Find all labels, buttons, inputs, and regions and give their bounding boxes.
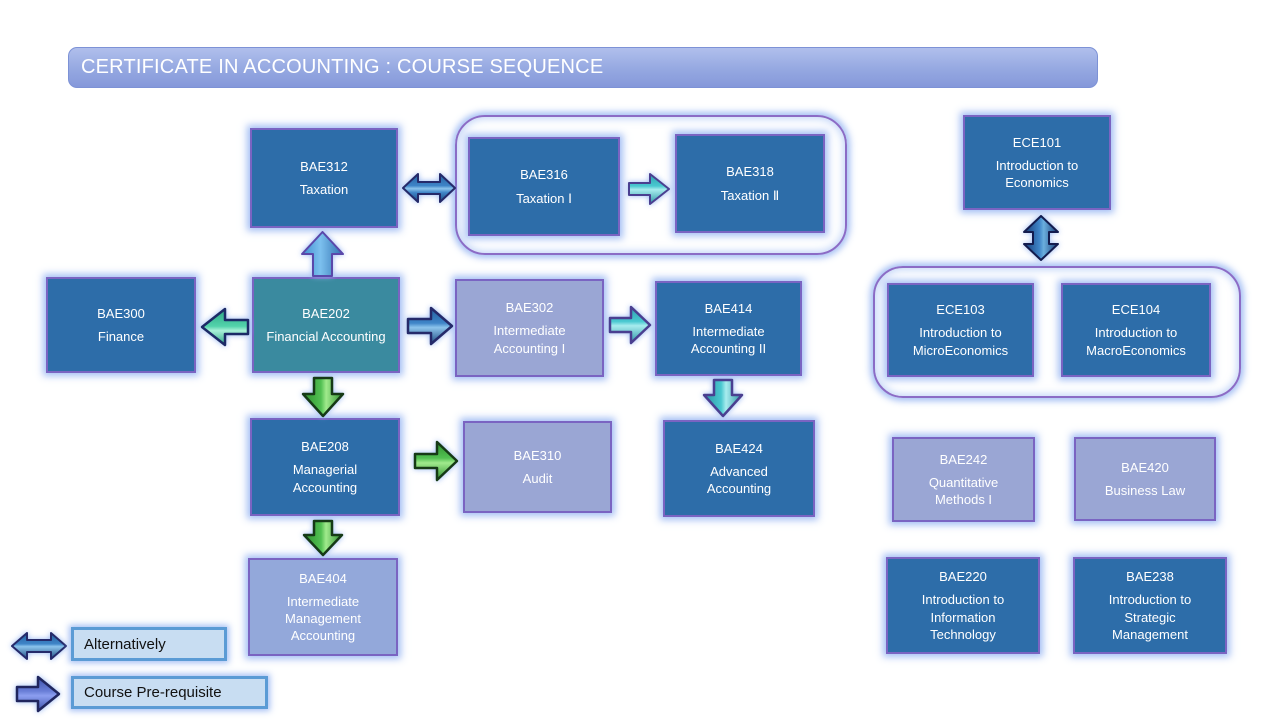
- right-arrow-icon-bae316-bae318: [628, 173, 670, 205]
- course-box-ece101: ECE101 Introduction to Economics: [963, 115, 1111, 210]
- course-name: Finance: [97, 329, 145, 344]
- course-code: BAE202: [302, 305, 350, 321]
- course-box-bae310: BAE310 Audit: [463, 421, 612, 513]
- course-code: BAE242: [939, 451, 988, 467]
- course-code: BAE238: [1126, 569, 1174, 585]
- course-code: BAE310: [513, 447, 562, 463]
- down-arrow-icon-bae202-bae208: [301, 376, 345, 418]
- course-name: Introduction to Economics: [995, 157, 1079, 191]
- legend-label: Course Pre-requisite: [84, 684, 222, 701]
- course-code: ECE104: [1111, 302, 1161, 318]
- course-box-bae208: BAE208 Managerial Accounting: [250, 418, 400, 516]
- course-code: BAE420: [1121, 459, 1169, 475]
- course-code: ECE103: [936, 302, 985, 318]
- page-title: CERTIFICATE IN ACCOUNTING : COURSE SEQUE…: [81, 56, 604, 78]
- right-arrow-icon-bae208-bae310: [413, 440, 459, 482]
- course-name: Audit: [522, 471, 553, 486]
- course-box-bae202: BAE202 Financial Accounting: [252, 277, 400, 373]
- course-box-bae424: BAE424 Advanced Accounting: [663, 420, 815, 517]
- course-box-ece103: ECE103 Introduction to MicroEconomics: [887, 283, 1034, 377]
- course-code: BAE220: [939, 569, 987, 585]
- course-name: Taxation: [299, 182, 349, 197]
- course-name: Intermediate Accounting II: [690, 323, 767, 357]
- course-box-bae312: BAE312 Taxation: [250, 128, 398, 228]
- double-arrow-icon-ece101-economics-group: [1023, 215, 1059, 261]
- alternative-group-taxation: [455, 115, 847, 255]
- course-code: BAE404: [299, 570, 347, 586]
- course-code: BAE318: [726, 164, 774, 180]
- course-box-bae300: BAE300 Finance: [46, 277, 196, 373]
- legend-item-prerequisite: Course Pre-requisite: [71, 676, 268, 709]
- course-code: BAE414: [704, 300, 753, 316]
- legend-double-arrow-icon: [11, 632, 67, 660]
- left-arrow-icon-bae202-bae300: [200, 307, 250, 347]
- up-arrow-icon-bae202-bae312: [301, 231, 344, 277]
- down-arrow-icon-bae208-bae404: [302, 519, 344, 557]
- legend-label: Alternatively: [84, 635, 166, 653]
- right-arrow-icon-bae302-bae414: [608, 305, 652, 345]
- course-box-bae302: BAE302 Intermediate Accounting I: [455, 279, 604, 377]
- course-box-bae220: BAE220 Introduction to Information Techn…: [886, 557, 1040, 654]
- course-code: BAE208: [301, 439, 349, 455]
- course-name: Advanced Accounting: [706, 463, 772, 497]
- course-name: Managerial Accounting: [292, 462, 358, 495]
- course-name: Intermediate Management Accounting: [285, 593, 361, 644]
- alternative-group-economics: [873, 266, 1241, 398]
- course-name: Introduction to Strategic Management: [1108, 592, 1192, 642]
- course-code: BAE424: [715, 440, 763, 456]
- course-name: Taxation Ⅱ: [720, 187, 780, 203]
- course-name: Business Law: [1104, 483, 1186, 498]
- down-arrow-icon-bae414-bae424: [702, 378, 744, 418]
- course-code: BAE302: [505, 300, 554, 316]
- course-box-bae404: BAE404 Intermediate Management Accountin…: [248, 558, 398, 656]
- legend-item-alternatively: Alternatively: [71, 627, 227, 661]
- course-code: ECE101: [1012, 134, 1062, 150]
- course-box-bae318: BAE318 Taxation Ⅱ: [675, 134, 825, 233]
- course-name: Introduction to Information Technology: [921, 592, 1005, 642]
- course-code: BAE316: [520, 167, 568, 183]
- right-arrow-icon-bae202-bae302: [406, 306, 454, 346]
- course-box-bae316: BAE316 Taxation Ⅰ: [468, 137, 620, 236]
- course-code: BAE300: [97, 305, 145, 321]
- course-box-bae414: BAE414 Intermediate Accounting II: [655, 281, 802, 376]
- legend-prerequisite-arrow-icon: [15, 675, 61, 713]
- course-name: Quantitative Methods I: [928, 474, 999, 508]
- course-name: Taxation Ⅰ: [516, 190, 572, 206]
- course-box-bae238: BAE238 Introduction to Strategic Managem…: [1073, 557, 1227, 654]
- course-name: Intermediate Accounting I: [493, 323, 566, 356]
- course-box-ece104: ECE104 Introduction to MacroEconomics: [1061, 283, 1211, 377]
- course-box-bae242: BAE242 Quantitative Methods I: [892, 437, 1035, 522]
- double-arrow-icon-bae312-taxation-group: [402, 173, 456, 203]
- course-name: Introduction to MacroEconomics: [1086, 325, 1186, 358]
- course-code: BAE312: [300, 158, 348, 174]
- title-banner: CERTIFICATE IN ACCOUNTING : COURSE SEQUE…: [68, 47, 1098, 88]
- course-name: Introduction to MicroEconomics: [912, 325, 1009, 358]
- course-box-bae420: BAE420 Business Law: [1074, 437, 1216, 521]
- course-name: Financial Accounting: [266, 329, 386, 344]
